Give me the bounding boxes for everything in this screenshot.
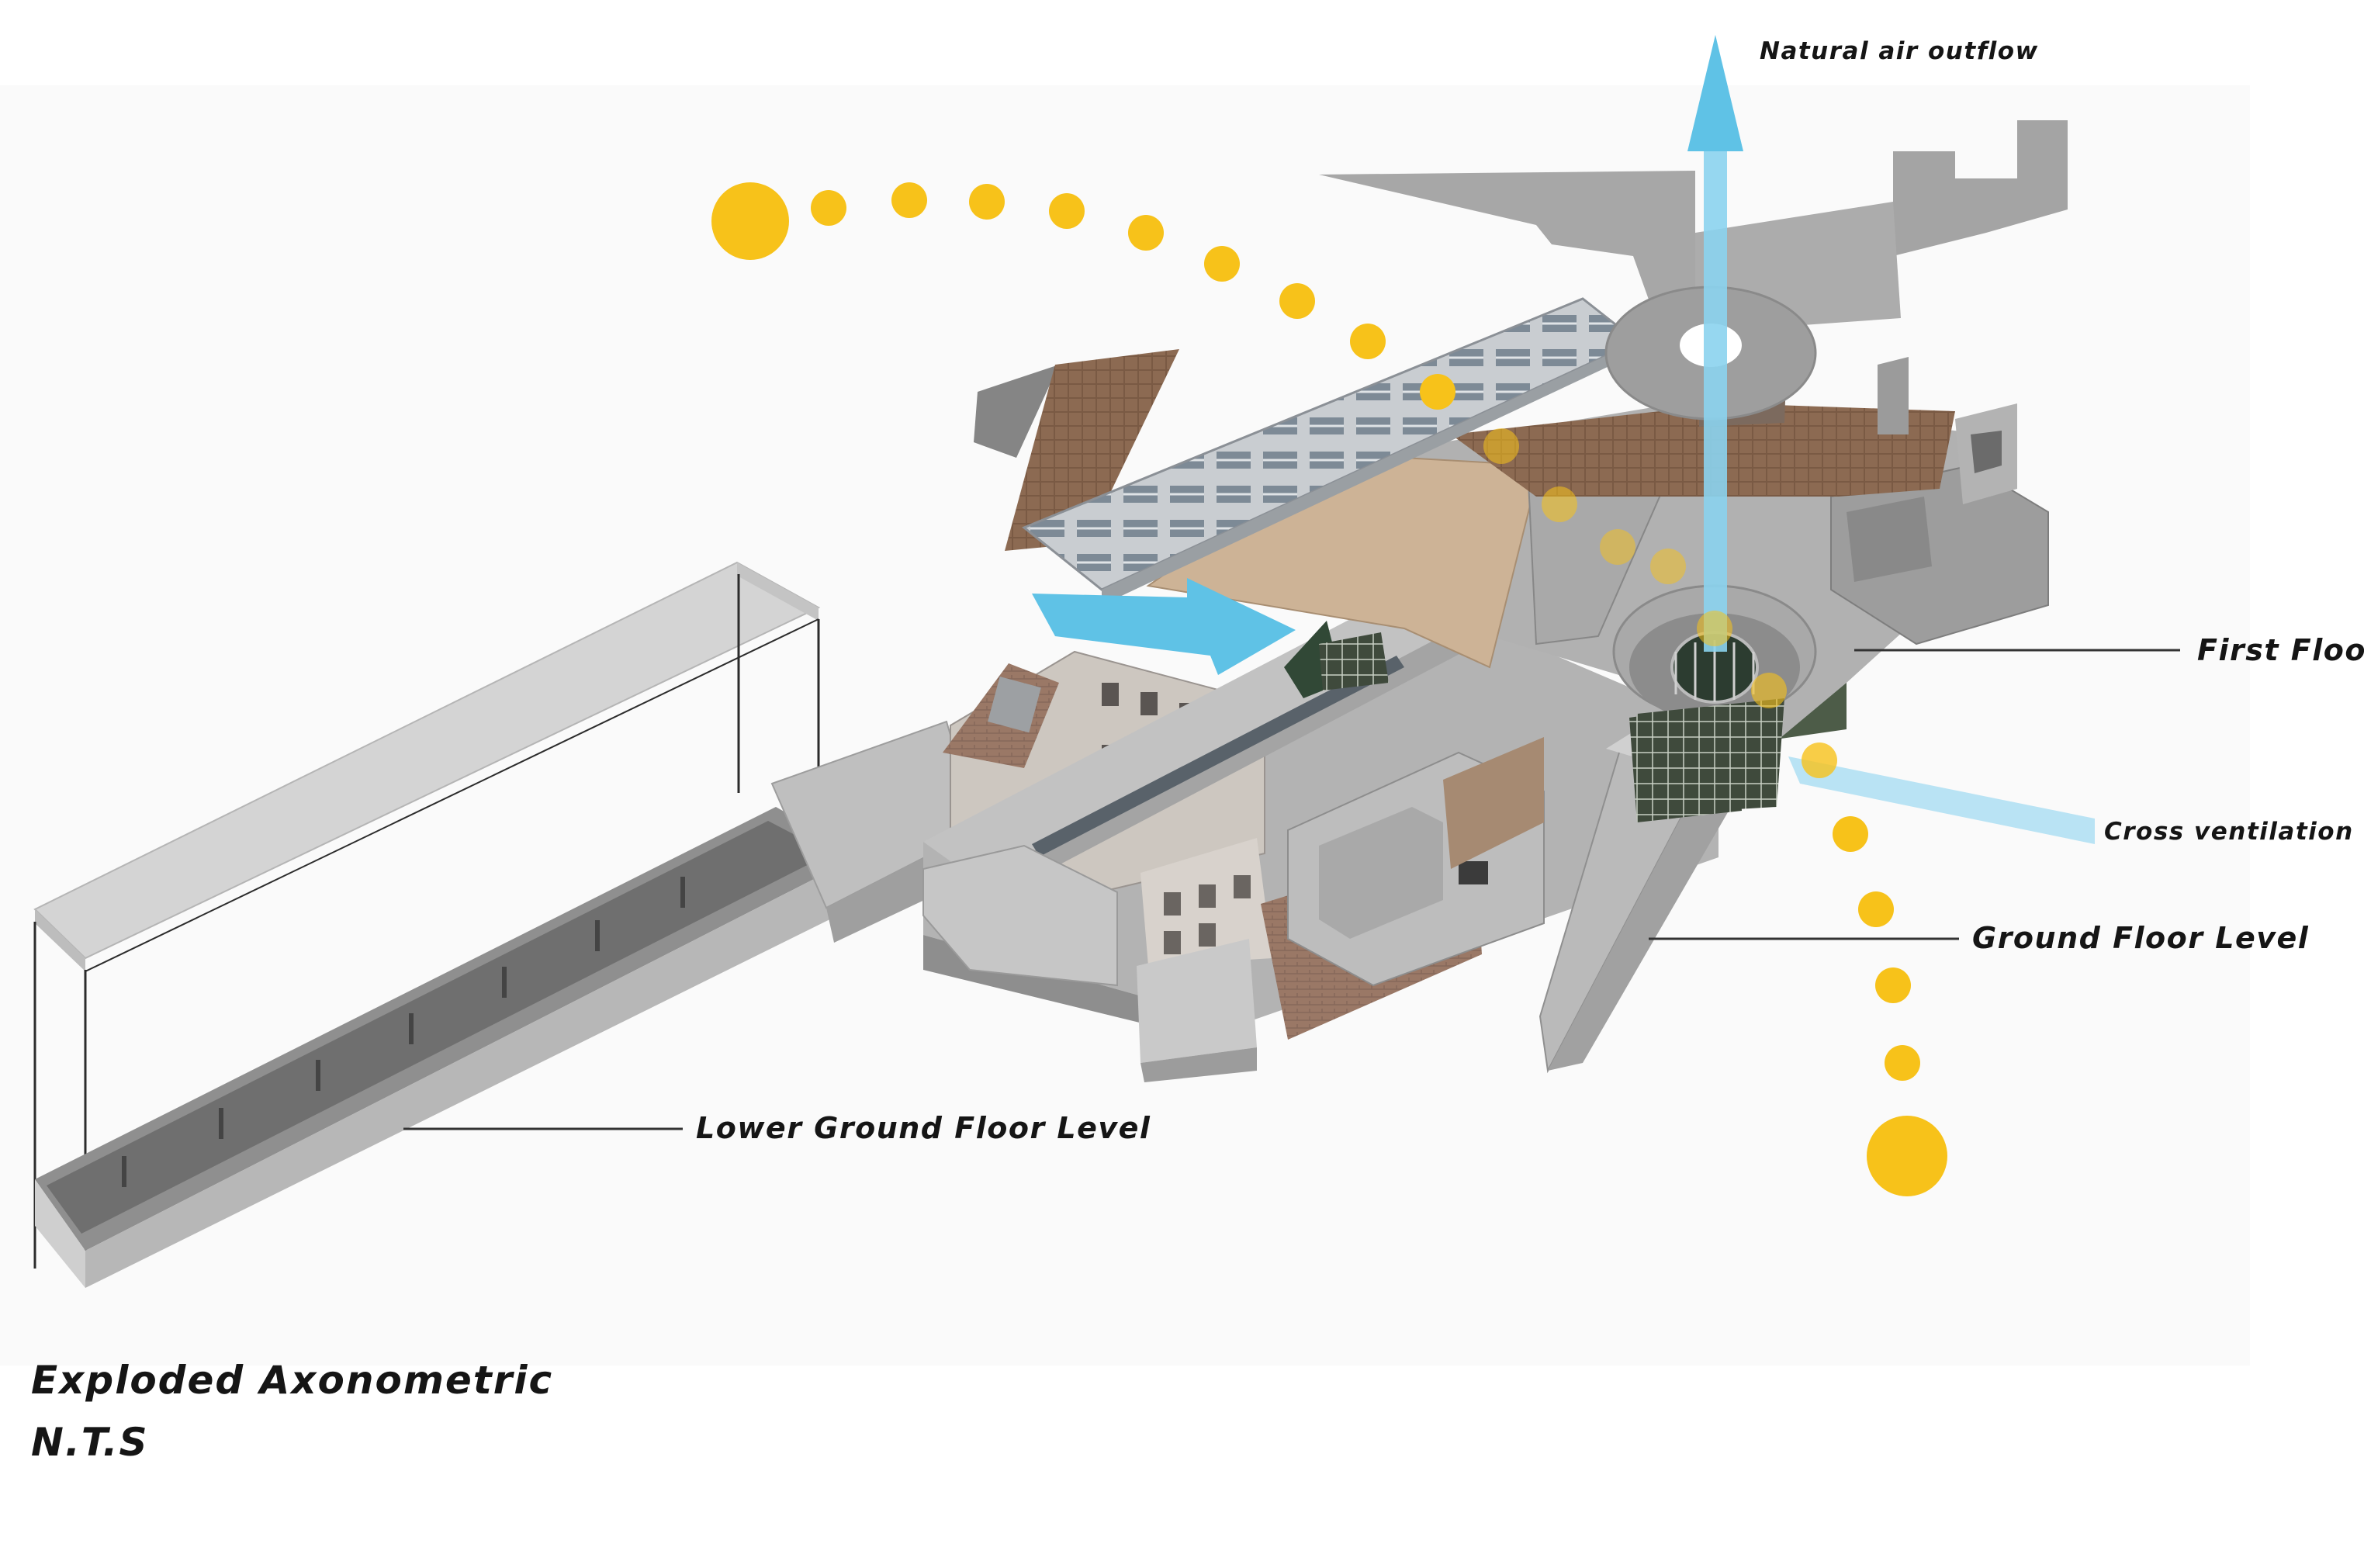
sun-path-dot bbox=[811, 190, 846, 226]
sun-path-dot bbox=[891, 182, 927, 218]
sun-path bbox=[711, 182, 1947, 1196]
sun-path-dot bbox=[1697, 611, 1732, 646]
sun-path-dot bbox=[1542, 486, 1577, 522]
leader-lines bbox=[403, 649, 2180, 1130]
sun-path-dot bbox=[1650, 549, 1686, 584]
sun-path-dot bbox=[1483, 428, 1519, 464]
diagram-title: Exploded Axonometric bbox=[31, 1358, 554, 1403]
first-floor-label: First Floor bbox=[2197, 633, 2364, 667]
sun-path-dot bbox=[969, 184, 1005, 220]
lower-ground-floor-structure bbox=[33, 561, 979, 1288]
airflow-arrows bbox=[1032, 35, 2095, 844]
sun-path-dot bbox=[1279, 283, 1315, 319]
sun-path-dot bbox=[1875, 967, 1911, 1003]
sun-path-dot bbox=[1049, 193, 1085, 229]
sun-path-dot bbox=[1885, 1045, 1920, 1081]
sun-path-dot bbox=[1600, 529, 1635, 565]
cross-ventilation-inflow-arrow bbox=[1032, 578, 1296, 675]
lower-ground-floor-level-label: Lower Ground Floor Level bbox=[696, 1111, 1151, 1145]
cross-ventilation-outflow-arrow bbox=[1788, 756, 2095, 844]
sun-path-dot bbox=[1350, 324, 1386, 359]
sun-path-dot bbox=[1204, 246, 1240, 282]
sun-path-dot bbox=[1802, 742, 1837, 778]
cross-ventilation-label: Cross ventilation bbox=[2104, 818, 2354, 846]
ground-floor-level-label: Ground Floor Level bbox=[1972, 921, 2310, 955]
sun-path-dot bbox=[1833, 816, 1868, 852]
natural-air-outflow-label: Natural air outflow bbox=[1760, 37, 2039, 65]
sun-path-dot bbox=[1128, 215, 1164, 251]
sun-path-dot bbox=[1858, 891, 1894, 927]
sun-path-dot bbox=[1751, 673, 1787, 708]
natural-air-outflow-arrow bbox=[1687, 35, 1743, 652]
sun-icon bbox=[1867, 1116, 1947, 1196]
sun-icon bbox=[711, 182, 789, 260]
sun-path-dot bbox=[1420, 374, 1455, 410]
scale-note: N.T.S bbox=[31, 1420, 149, 1465]
